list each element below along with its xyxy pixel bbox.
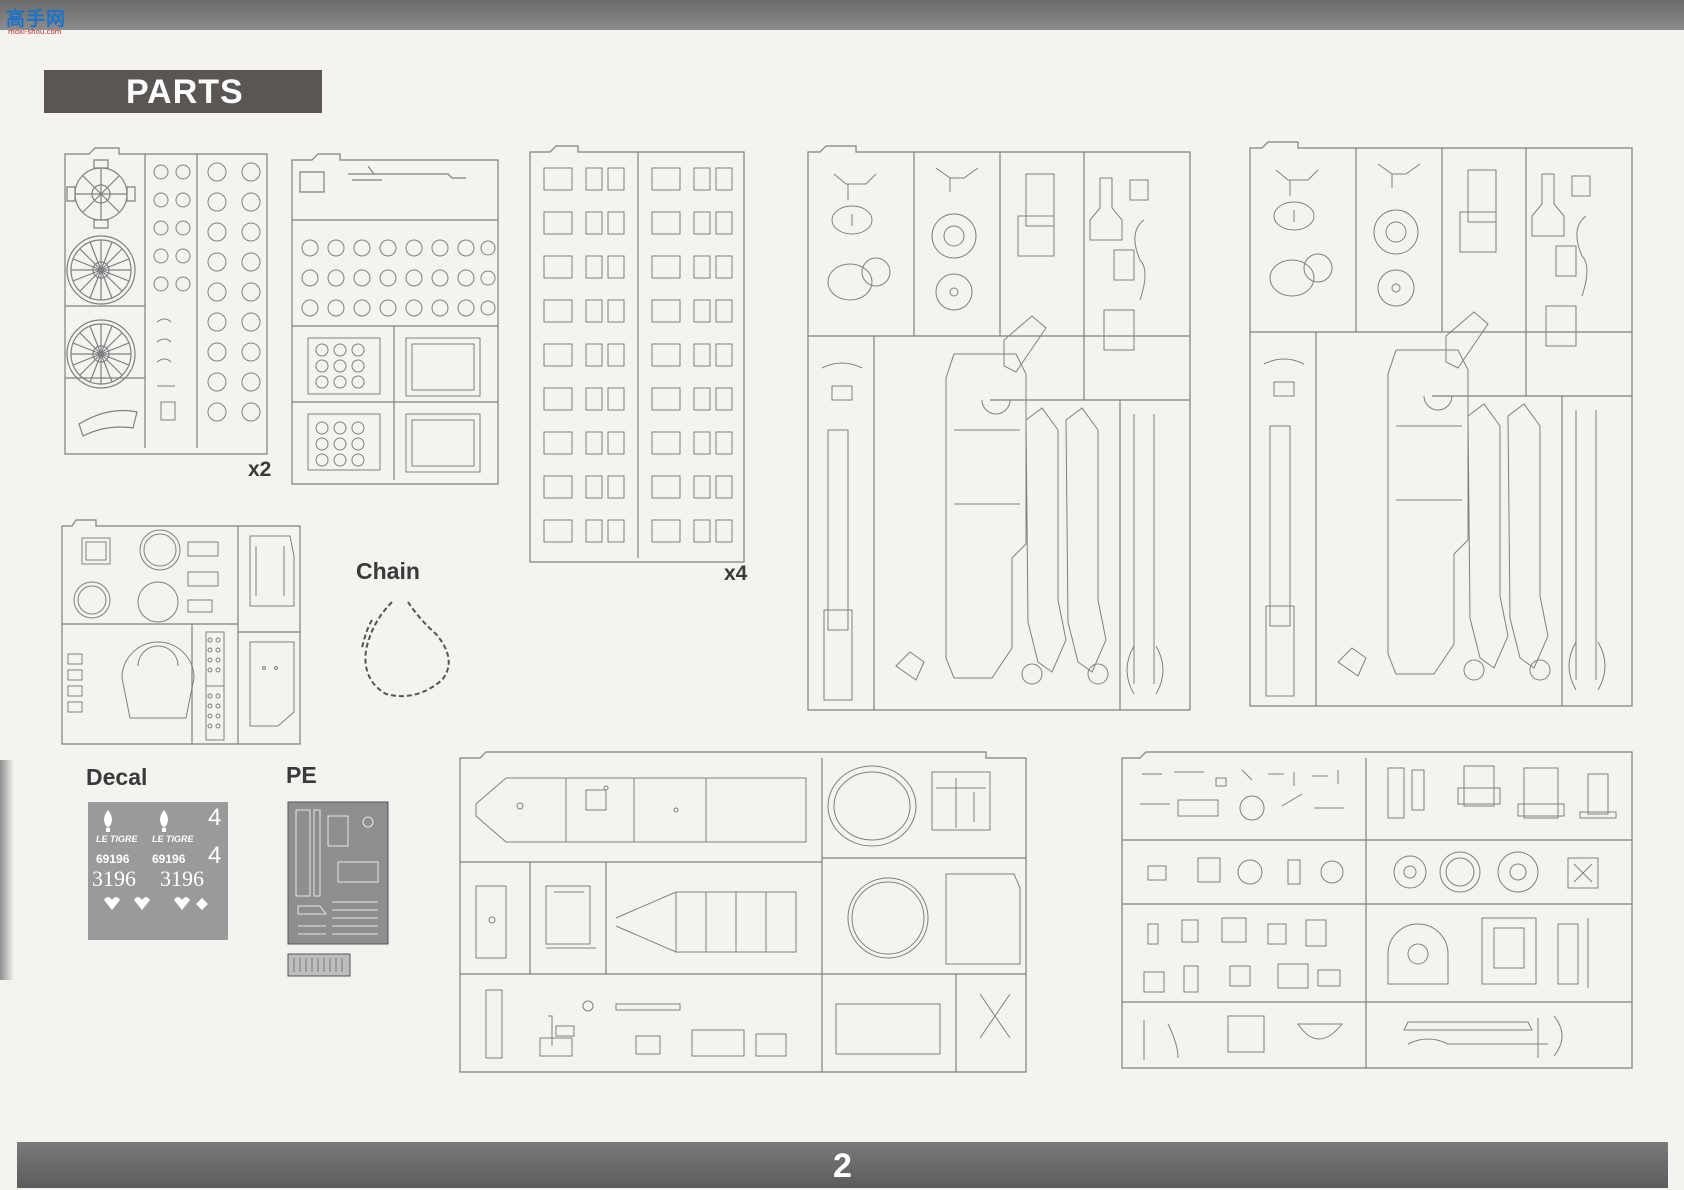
decal-sheet-art xyxy=(104,810,208,910)
decal-marking-left: LE TIGRE xyxy=(96,834,138,844)
decal-serial-large-right: 3196 xyxy=(160,866,204,891)
page-number: 2 xyxy=(833,1147,852,1185)
decal-numeral-top: 4 xyxy=(208,804,222,831)
pe-fret xyxy=(287,801,389,977)
sprue-roadwheels xyxy=(291,153,499,485)
decal-sheet: LE TIGRE LE TIGRE 4 4 69196 69196 3196 3… xyxy=(88,802,228,940)
sprue-hull-right xyxy=(1249,141,1633,707)
watermark-subtext: moxi-shou.com xyxy=(8,28,62,36)
decal-serial-small-right: 69196 xyxy=(152,852,186,866)
footer-band: 2 xyxy=(17,1142,1668,1188)
sprue-track-links xyxy=(529,145,745,563)
watermark-text: 高手网 xyxy=(6,8,67,30)
pe-label: PE xyxy=(286,762,317,788)
decal-label: Decal xyxy=(86,764,148,790)
decal-serial-small-left: 69196 xyxy=(96,852,130,866)
sprue-track-links-multiplier: x4 xyxy=(724,562,748,585)
sprue-turret xyxy=(61,519,301,745)
watermark-logo: 高手网 moxi-shou.com xyxy=(6,4,70,38)
parts-header: PARTS xyxy=(44,70,322,113)
chain-label: Chain xyxy=(356,558,420,584)
sprue-wheels xyxy=(64,147,268,455)
chain-illustration xyxy=(361,601,450,698)
decal-numeral-bottom: 4 xyxy=(208,842,222,869)
sprue-wheels-multiplier: x2 xyxy=(248,458,272,481)
decal-serial-large-left: 3196 xyxy=(92,866,136,891)
scan-shadow xyxy=(0,760,14,980)
sprue-hull-left xyxy=(807,145,1191,711)
sprue-lower-hull xyxy=(459,751,1027,1073)
sprue-details xyxy=(1121,751,1633,1069)
top-band xyxy=(0,0,1684,30)
decal-marking-right: LE TIGRE xyxy=(152,834,194,844)
